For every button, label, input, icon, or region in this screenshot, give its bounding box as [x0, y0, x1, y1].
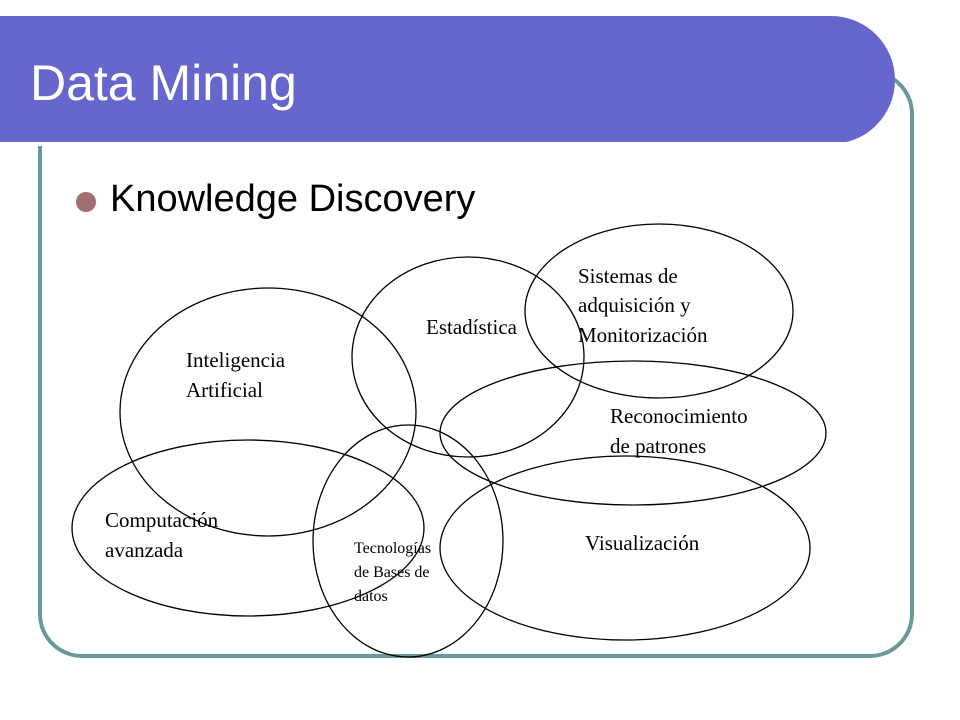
label-reconocimiento: Reconocimiento de patrones [610, 404, 748, 459]
label-inteligencia-artificial: Inteligencia Artificial [186, 348, 286, 403]
slide-title: Data Mining [30, 55, 297, 111]
ellipse-reconocimiento [439, 360, 827, 506]
bullet-text: Knowledge Discovery [110, 178, 476, 220]
label-sistemas: Sistemas de adquisición y Monitorización [578, 264, 708, 347]
ellipse-computacion [71, 439, 425, 617]
title-underline [0, 142, 848, 146]
ellipse-estadistica [351, 256, 585, 458]
ellipse-visualizacion [439, 455, 811, 641]
ellipse-tecnologias [312, 424, 504, 658]
label-computacion: Computación avanzada [105, 508, 219, 563]
ellipse-sistemas [524, 223, 794, 399]
label-tecnologias: Tecnologías de Bases de datos [354, 540, 432, 605]
label-estadistica: Estadística [426, 315, 517, 339]
ellipse-inteligencia-artificial [119, 287, 417, 537]
title-bar: Data Mining [0, 16, 895, 146]
bullet-icon [76, 192, 96, 212]
label-visualizacion: Visualización [585, 531, 700, 555]
